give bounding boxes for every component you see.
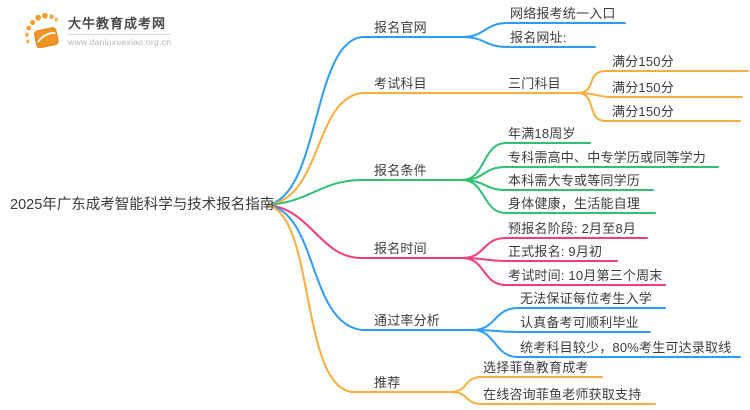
- branch-connector: [266, 92, 578, 206]
- child-connector: [449, 391, 656, 405]
- node-shenti-jiankang: 身体健康，生活能自理: [508, 196, 641, 211]
- branch-connector: [266, 204, 451, 393]
- child-connector: [472, 329, 651, 333]
- branch-label-kaoshi-kemu: 考试科目: [374, 76, 427, 91]
- branch-label-baoming-tiaojian: 报名条件: [374, 163, 427, 178]
- branch-label-baoming-shijian: 报名时间: [374, 241, 427, 256]
- branch-label-tongguolv-fenxi: 通过率分析: [374, 313, 441, 328]
- branch-label-tuijian: 推荐: [374, 375, 401, 390]
- child-connector: [461, 36, 596, 48]
- node-kaoshi-shijian: 考试时间: 10月第三个周末: [508, 268, 663, 283]
- node-baoming-wangzhi: 报名网址:: [510, 30, 567, 45]
- logo-book-icon: [24, 12, 59, 49]
- node-benke-xueli: 本科需大专或等同学历: [508, 173, 641, 188]
- node-nianman-18: 年满18周岁: [508, 126, 576, 141]
- node-tongkao-kemu: 统考科目较少，80%考生可达录取线: [520, 340, 732, 355]
- branch-label-baoming-guanwang: 报名官网: [374, 20, 427, 35]
- child-connector: [576, 92, 741, 122]
- node-zaixian-zixun: 在线咨询菲鱼老师获取支持: [483, 387, 642, 402]
- node-zhuanke-xueli: 专科需高中、中专学历或同等学力: [508, 150, 707, 165]
- node-manfen-150-1: 满分150分: [612, 54, 674, 69]
- node-renzhen-beikao: 认真备考可顺利毕业: [520, 315, 639, 330]
- site-name: 大牛教育成考网: [68, 16, 167, 31]
- node-yubaoming-jieduan: 预报名阶段: 2月至8月: [508, 221, 637, 236]
- child-connector: [461, 257, 666, 286]
- branch-connector: [266, 36, 463, 206]
- node-zhengshi-baoming: 正式报名: 9月初: [508, 244, 603, 259]
- branch-connector: [266, 204, 463, 259]
- child-connector: [472, 329, 741, 358]
- child-connector: [461, 142, 591, 181]
- node-manfen-150-3: 满分150分: [612, 104, 674, 119]
- node-xuanze-feiyu: 选择菲鱼教育成考: [483, 360, 589, 375]
- logo-divider: [68, 34, 172, 35]
- root-node: 2025年广东成考智能科学与技术报名指南: [10, 197, 275, 213]
- branch-connector: [266, 204, 474, 331]
- node-wangluo-baokao-rukou: 网络报考统一入口: [510, 6, 616, 21]
- child-connector: [461, 179, 656, 214]
- logo: 大牛教育成考网 www.daniuxuexiao.org.cn: [24, 10, 172, 50]
- node-wufa-baozheng: 无法保证每位考生入学: [520, 291, 653, 306]
- site-url: www.daniuxuexiao.org.cn: [68, 37, 172, 47]
- node-manfen-150-2: 满分150分: [612, 80, 674, 95]
- node-sanmen-kemu: 三门科目: [508, 76, 561, 91]
- branch-connector: [266, 179, 463, 206]
